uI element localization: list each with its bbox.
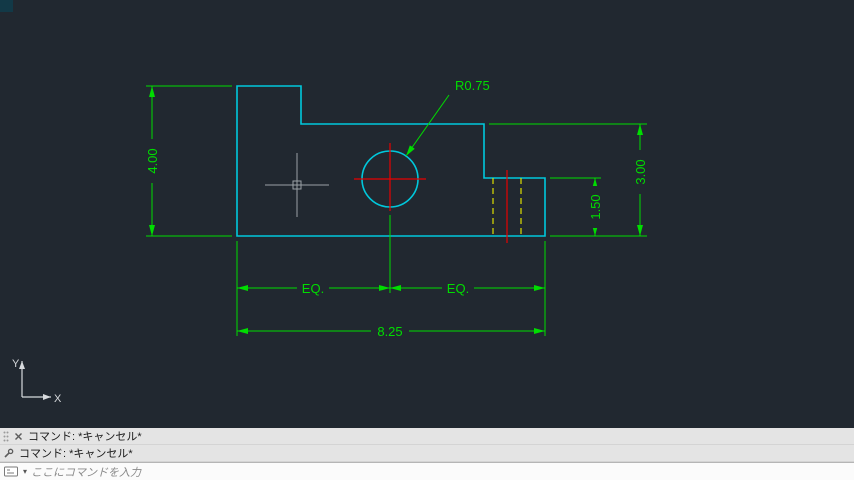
- command-history-row-2: コマンド: *キャンセル*: [0, 445, 854, 462]
- dimension-text-mask: [297, 280, 329, 296]
- command-input-placeholder[interactable]: ここにコマンドを入力: [31, 466, 142, 479]
- close-icon[interactable]: [14, 432, 23, 441]
- radius-leader-line[interactable]: [405, 94, 450, 157]
- command-input-row[interactable]: ▾ ここにコマンドを入力: [0, 462, 854, 480]
- dimension-text[interactable]: 8.25: [377, 324, 402, 339]
- command-prompt-icon[interactable]: [4, 466, 19, 477]
- crosshair-cursor: [265, 153, 329, 217]
- ucs-y-label: Y: [12, 358, 20, 370]
- command-line-dock: コマンド: *キャンセル* コマンド: *キャンセル* ▾ ここにコマンドを入力: [0, 428, 854, 480]
- dimension-text[interactable]: 3.00: [633, 159, 648, 184]
- dimension-text[interactable]: EQ.: [447, 281, 469, 296]
- dropdown-arrow-icon[interactable]: ▾: [23, 466, 28, 476]
- dimension-text[interactable]: EQ.: [302, 281, 324, 296]
- dimension-left-height[interactable]: 4.00: [144, 85, 232, 237]
- dimension-eq-left[interactable]: EQ.: [237, 280, 390, 296]
- dimension-eq-right[interactable]: EQ.: [390, 280, 545, 296]
- command-history-row-1: コマンド: *キャンセル*: [0, 428, 854, 445]
- command-history-text: コマンド: *キャンセル*: [19, 448, 133, 460]
- grip-dots-icon[interactable]: [3, 431, 9, 442]
- ucs-x-label: X: [54, 393, 62, 405]
- dimension-text-mask: [144, 139, 160, 183]
- dimension-right-height[interactable]: 3.00: [489, 123, 648, 237]
- dimension-text-mask: [371, 323, 409, 339]
- ucs-icon: Y X: [12, 358, 62, 405]
- dimension-text-mask: [632, 150, 648, 194]
- drawing-canvas[interactable]: R0.75 4.00 3.00 1.50 EQ.: [0, 0, 854, 428]
- dimension-overall-width[interactable]: 8.25: [237, 323, 545, 339]
- wrench-icon[interactable]: [3, 448, 14, 459]
- radius-dimension-text[interactable]: R0.75: [455, 78, 490, 93]
- command-history-text: コマンド: *キャンセル*: [28, 431, 142, 443]
- radius-dimension[interactable]: R0.75: [405, 78, 490, 157]
- part-outline[interactable]: [236, 85, 546, 237]
- dimension-text-mask: [442, 280, 474, 296]
- viewport-corner-decoration: [0, 0, 13, 12]
- dimension-text[interactable]: 1.50: [588, 194, 603, 219]
- dimension-text-mask: [587, 186, 603, 228]
- dimension-step-height[interactable]: 1.50: [550, 177, 603, 236]
- dimension-text[interactable]: 4.00: [145, 148, 160, 173]
